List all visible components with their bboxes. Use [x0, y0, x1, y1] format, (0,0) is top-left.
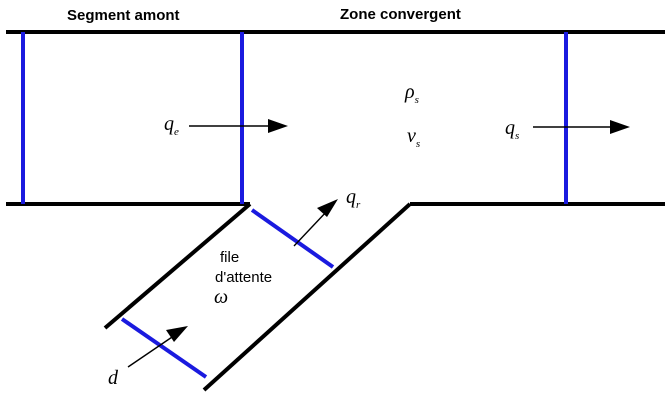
ramp-flow-arrow — [293, 209, 329, 247]
ramp-upper-edge — [103, 202, 252, 330]
demand-arrowhead — [166, 326, 188, 342]
section-line-ramp-bottom — [120, 317, 208, 379]
ramp-lower-edge — [202, 202, 412, 392]
inflow-arrowhead — [268, 119, 288, 133]
outflow-arrowhead — [610, 120, 630, 134]
ramp-flow-arrowhead — [317, 199, 338, 217]
ramp-flow-symbol: qr — [346, 186, 361, 211]
outflow-symbol: qs — [505, 117, 519, 142]
speed-symbol: vs — [407, 125, 420, 150]
inflow-symbol: qe — [164, 113, 179, 138]
demand-arrow — [127, 332, 179, 368]
demand-symbol: d — [108, 367, 119, 389]
queue-label-line1: file — [220, 249, 239, 266]
density-symbol: ρs — [404, 81, 419, 106]
zone-convergent-label: Zone convergent — [340, 6, 461, 23]
segment-amont-label: Segment amont — [67, 7, 180, 24]
section-line-ramp-top — [250, 208, 335, 269]
queue-label-line2: d'attente — [215, 269, 272, 286]
queue-omega-symbol: ω — [214, 286, 228, 308]
